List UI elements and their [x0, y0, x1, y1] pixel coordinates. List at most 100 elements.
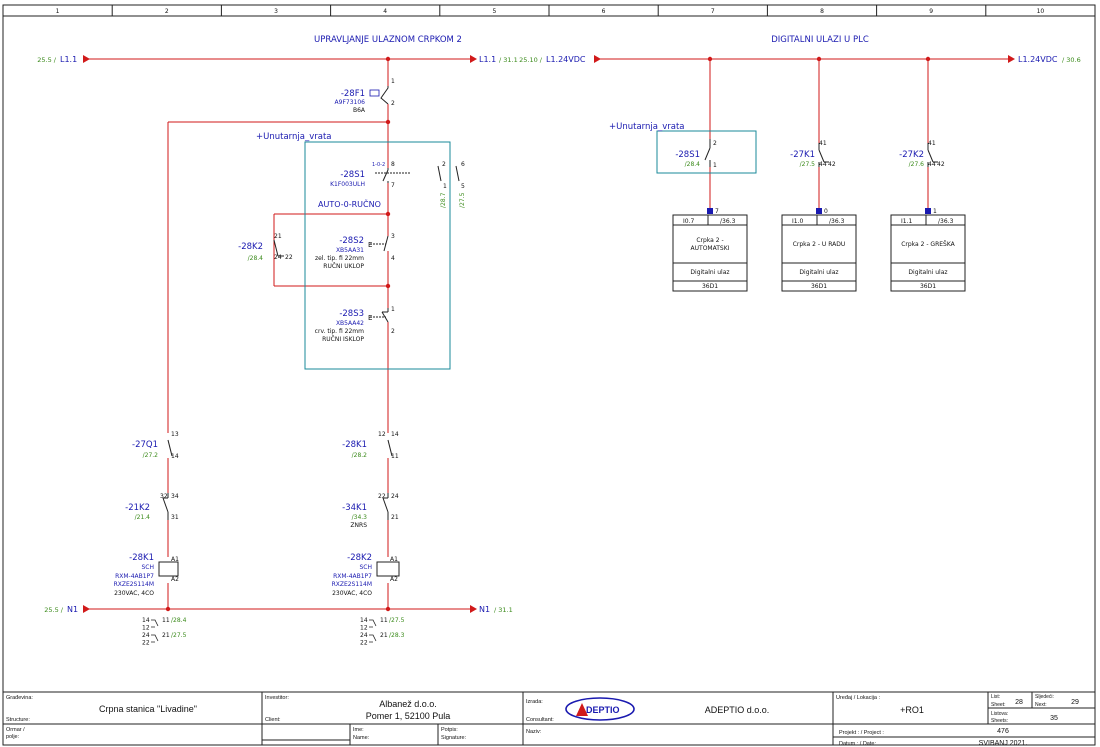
location-label: +Unutarnja_vrata	[256, 132, 332, 142]
coil-part: RXZE2S114M	[114, 581, 154, 588]
selector-positions: 1-0-2	[372, 162, 385, 168]
section-title-left: UPRAVLJANJE ULAZNOM CRPKOM 2	[314, 35, 462, 45]
contact-tag: -28S1	[675, 150, 700, 160]
pin-number: 8	[391, 161, 395, 168]
button-part: XB5AA31	[336, 247, 364, 254]
rail-label: L1.1	[60, 55, 77, 64]
coil-28K2: -28K2 SCH RXM-4AB1P7 RXZE2S114M 230VAC, …	[332, 553, 400, 597]
ruler-column-label: 8	[820, 8, 824, 15]
coil-sch: SCH	[359, 564, 372, 571]
contact-tag: -28K1	[342, 440, 367, 450]
plc-input-name: Crpka 2 - GREŠKA	[901, 241, 955, 248]
button-desc: crv. tip. fi 22mm	[315, 328, 364, 335]
pin-number: 1	[933, 208, 937, 215]
xref: /36.3	[938, 218, 954, 225]
xref-pin: 12	[360, 625, 368, 632]
xref-pin: 24	[142, 632, 150, 639]
pin-number: 13	[171, 431, 179, 438]
plc-contact: -28S1/28.421	[675, 139, 717, 169]
contact-27Q1: -27Q1 /27.2 13 14	[132, 431, 179, 460]
plc-input-type: Digitalni ulaz	[908, 269, 947, 276]
contact-tag: -21K2	[125, 503, 150, 513]
rail-ref: 25.10 /	[519, 56, 543, 64]
date: SVIBANJ 2021.	[979, 740, 1028, 747]
plc-address: I1.0	[792, 218, 803, 225]
xref-pin: 22	[360, 640, 368, 647]
ruler-column-label: 6	[602, 8, 606, 15]
xref: /27.2	[143, 452, 159, 459]
pin-number: 14	[171, 453, 179, 460]
pin-number: A2	[390, 576, 398, 583]
coil-28K1: -28K1 SCH RXM-4AB1P7 RXZE2S114M 230VAC, …	[114, 553, 180, 597]
pin-number: 42	[937, 161, 945, 168]
tb-label: Projekt : / Project :	[839, 730, 884, 736]
pin-number: 7	[715, 208, 719, 215]
contact-note: ZNRS	[350, 522, 367, 529]
tb-label: Listova:	[991, 711, 1008, 717]
coil-spec: 230VAC, 4CO	[332, 590, 372, 597]
plc-module-ref: 36D1	[811, 283, 827, 290]
pin-number: 41	[928, 140, 936, 147]
contact-tag: -27K2	[899, 150, 924, 160]
pin-number: 22	[378, 493, 386, 500]
rail-n1: 25.5 / N1 N1 / 31.1	[44, 605, 513, 614]
rail-ref: 25.5 /	[44, 606, 64, 614]
tb-label: Name:	[353, 735, 370, 741]
button-tag: -28S2	[339, 236, 364, 246]
fuse-rating: B6A	[353, 107, 366, 114]
pin-number: A2	[171, 576, 179, 583]
client-name: Albanež d.o.o.	[379, 699, 437, 709]
xref: /28.4	[685, 161, 701, 168]
rail-ref: 25.5 /	[37, 56, 57, 64]
tb-label: Uređaj / Lokacija :	[836, 695, 880, 701]
xref: /28.2	[352, 452, 368, 459]
fuse-tag: -28F1	[341, 89, 365, 99]
pin-number: 7	[391, 182, 395, 189]
company-name: ADEPTIO d.o.o.	[705, 705, 770, 715]
plc-wiring	[709, 59, 929, 211]
junction-dots	[165, 56, 931, 612]
pin-number: A1	[171, 556, 179, 563]
pin-number: 31	[171, 514, 179, 521]
plc-address: I1.1	[901, 218, 912, 225]
plc-module-ref: 36D1	[702, 283, 718, 290]
control-wiring	[167, 59, 389, 609]
button-desc: RUČNI UKLOP	[323, 263, 364, 270]
tb-label: Datum : / Date:	[839, 741, 876, 747]
pin-number: 1	[391, 306, 395, 313]
ruler-column-label: 10	[1037, 8, 1045, 15]
pin-number: 44	[819, 161, 827, 168]
pin-number: 5	[461, 183, 465, 190]
fuse-part: A9F73106	[335, 99, 366, 106]
pin-number: 1	[443, 183, 447, 190]
ruler-column-label: 1	[56, 8, 60, 15]
plc-input-name: Crpka 2 -	[696, 237, 723, 244]
xref: /28.3	[389, 632, 405, 639]
pin-number: 3	[391, 233, 395, 240]
section-title-right: DIGITALNI ULAZI U PLC	[771, 35, 869, 45]
button-e: E	[368, 314, 372, 322]
tb-label: polje:	[6, 734, 20, 740]
tb-label: Potpis:	[441, 727, 458, 733]
xref: /28.7	[440, 192, 447, 208]
contact-tag: -34K1	[342, 503, 367, 513]
coil-spec: 230VAC, 4CO	[114, 590, 154, 597]
pin-number: 6	[461, 161, 465, 168]
xref: /27.5	[171, 632, 187, 639]
xref: /27.5	[389, 617, 405, 624]
plc-input-name: Crpka 2 - U RADU	[793, 241, 846, 248]
pin-number: 2	[442, 161, 446, 168]
tb-label: Naziv:	[526, 729, 542, 735]
contact-tag: -27Q1	[132, 440, 158, 450]
tb-label: Structure:	[6, 717, 30, 723]
coil-tag: -28K2	[347, 553, 372, 563]
contact-21K2: -21K2 /21.4 32 34 31	[125, 493, 179, 521]
tb-label: Građevina:	[6, 695, 33, 701]
pin-number: 11	[391, 453, 399, 460]
adeptio-logo: DEPTIO	[565, 697, 635, 721]
